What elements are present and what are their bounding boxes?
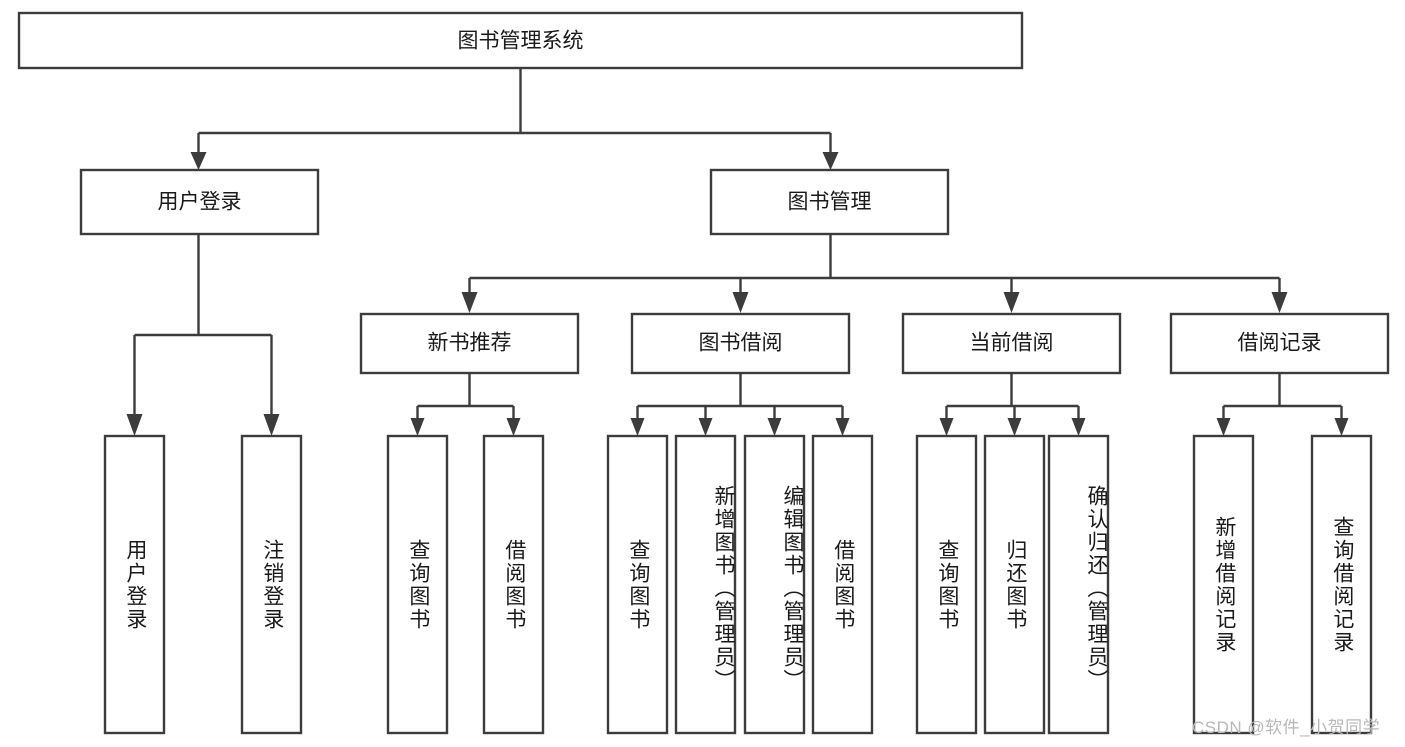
csdn-watermark: CSDN @软件_小贺同学 — [1192, 718, 1381, 737]
node-book-borrow-label: 图书借阅 — [699, 332, 783, 355]
node-book-management-box[interactable] — [709, 168, 950, 236]
arrow-head-leaf-confirm-return — [1071, 418, 1086, 436]
connector-group-book-borrow-children — [630, 373, 850, 436]
node-root[interactable]: 图书管理系统 — [17, 11, 1024, 70]
arrow-head-borrow-record — [1271, 292, 1288, 313]
leaf-add-record-box[interactable] — [1192, 434, 1255, 735]
arrow-head-leaf-query-book-2 — [630, 418, 645, 436]
node-new-book-recommend-label: 新书推荐 — [428, 332, 512, 355]
leaf-query-book-2-box[interactable] — [606, 434, 669, 735]
leaf-query-book-3-box[interactable] — [915, 434, 978, 735]
arrow-head-new-book-recommend — [461, 292, 478, 313]
node-book-management-label: 图书管理 — [788, 191, 872, 214]
connector-group-new-book-recommend-children — [410, 373, 521, 436]
leaf-add-book-box[interactable] — [674, 434, 737, 735]
leaf-box-group — [103, 434, 1373, 735]
connector-group-current-borrow-children — [939, 373, 1086, 436]
node-borrow-record-box[interactable] — [1169, 312, 1390, 375]
leaf-confirm-return-box[interactable] — [1047, 434, 1110, 735]
node-current-borrow-label: 当前借阅 — [970, 332, 1054, 355]
arrow-head-book-borrow — [732, 292, 749, 313]
leaf-user-login-box[interactable] — [103, 434, 166, 735]
node-borrow-record-label: 借阅记录 — [1238, 332, 1322, 355]
arrow-head-leaf-query-book-3 — [939, 418, 954, 436]
node-user-login[interactable]: 用户登录 — [79, 168, 320, 236]
arrow-head-leaf-edit-book — [767, 418, 782, 436]
arrow-head-leaf-logout-login — [263, 414, 280, 436]
node-book-borrow-box[interactable] — [630, 312, 851, 375]
arrow-head-current-borrow — [1003, 292, 1020, 313]
node-new-book-recommend-box[interactable] — [359, 312, 580, 375]
node-current-borrow-box[interactable] — [901, 312, 1122, 375]
arrow-head-leaf-user-login — [126, 414, 143, 436]
node-root-label: 图书管理系统 — [458, 30, 584, 53]
arrow-head-user-login — [190, 152, 207, 170]
leaf-borrow-book-2-box[interactable] — [811, 434, 874, 735]
arrow-head-leaf-add-record — [1216, 418, 1231, 436]
node-user-login-box[interactable] — [79, 168, 320, 236]
node-book-borrow[interactable]: 图书借阅 — [630, 312, 851, 375]
node-user-login-label: 用户登录 — [158, 191, 242, 214]
leaf-return-book-box[interactable] — [983, 434, 1046, 735]
arrow-head-leaf-query-record — [1334, 418, 1349, 436]
node-book-management[interactable]: 图书管理 — [709, 168, 950, 236]
connector-group-root-to-level2 — [190, 68, 839, 170]
arrow-head-leaf-return-book — [1007, 418, 1022, 436]
node-borrow-record[interactable]: 借阅记录 — [1169, 312, 1390, 375]
connector-group-book-management-children — [461, 234, 1288, 313]
node-new-book-recommend[interactable]: 新书推荐 — [359, 312, 580, 375]
node-current-borrow[interactable]: 当前借阅 — [901, 312, 1122, 375]
leaf-edit-book-box[interactable] — [743, 434, 806, 735]
connector-group-user-login-children — [126, 234, 280, 436]
connector-group-borrow-record-children — [1216, 373, 1349, 436]
arrow-head-leaf-borrow-book-1 — [506, 418, 521, 436]
arrow-head-book-management — [822, 152, 839, 170]
leaf-logout-login-box[interactable] — [240, 434, 303, 735]
leaf-query-record-box[interactable] — [1310, 434, 1373, 735]
node-root-box[interactable] — [17, 11, 1024, 70]
arrow-head-leaf-query-book-1 — [410, 418, 425, 436]
leaf-borrow-book-1-box[interactable] — [482, 434, 545, 735]
arrow-head-leaf-borrow-book-2 — [835, 418, 850, 436]
leaf-query-book-1-box[interactable] — [386, 434, 449, 735]
arrow-head-leaf-add-book — [698, 418, 713, 436]
